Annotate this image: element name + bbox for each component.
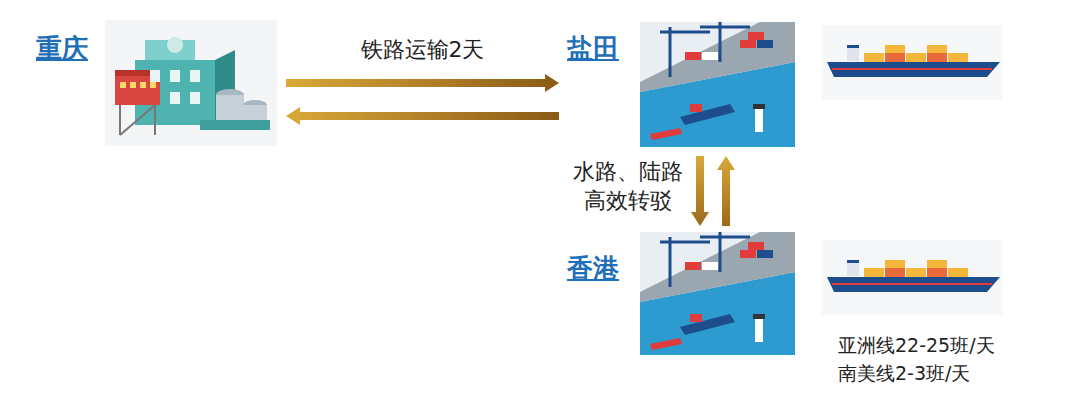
route-note: 亚洲线22-25班/天 — [838, 333, 995, 358]
flow-arrow — [717, 156, 735, 226]
ship-illustration — [822, 240, 1002, 315]
location-node: 香港 — [565, 232, 797, 356]
port-illustration — [640, 232, 795, 355]
edge-label: 铁路运输2天 — [361, 36, 485, 65]
location-node: 重庆 — [30, 20, 280, 148]
ship-illustration — [822, 25, 1002, 100]
flow-arrow — [286, 107, 559, 125]
flow-arrow — [691, 156, 709, 226]
location-name: 香港 — [567, 254, 619, 284]
route-note: 南美线2-3班/天 — [838, 361, 970, 386]
flow-arrow — [286, 74, 559, 92]
location-name: 重庆 — [36, 34, 88, 64]
location-node: 盐田 — [565, 20, 797, 150]
edge-label: 水路、陆路 高效转驳 — [570, 158, 686, 215]
port-illustration — [640, 22, 795, 147]
factory-illustration — [105, 20, 277, 146]
location-name: 盐田 — [567, 34, 619, 64]
